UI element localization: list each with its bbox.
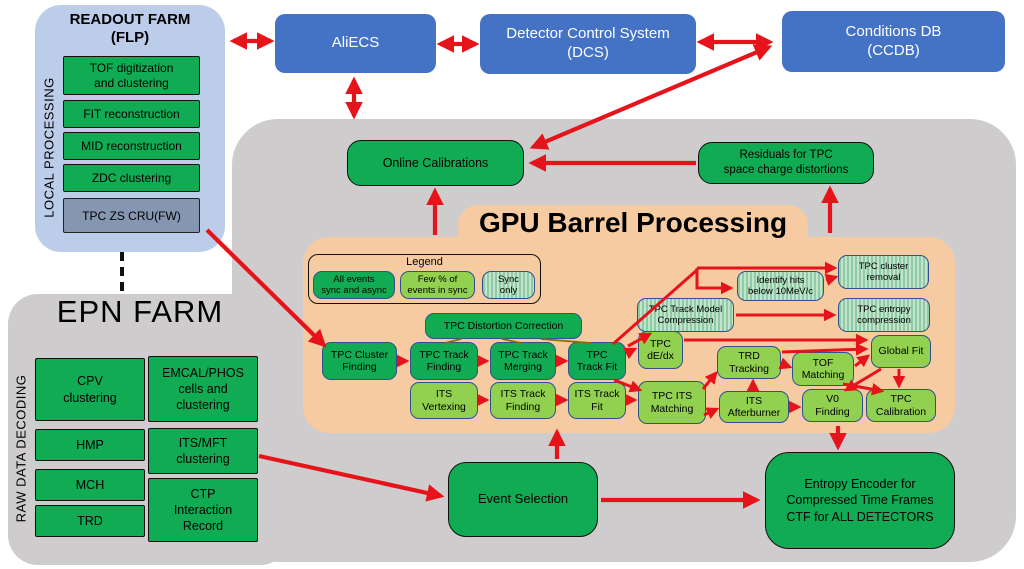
node-its-track-finding: ITS Track Finding [490,382,556,419]
node-tpc-track-model-compression: TPC Track Model Compression [637,298,734,332]
node-its-vertexing: ITS Vertexing [410,382,478,419]
node-identify-hits: Identify hits below 10MeV/c [737,271,824,301]
node-tpc-dedx: TPC dE/dx [638,331,683,369]
readout-farm-subtitle: (FLP) [110,29,150,46]
node-tpc-track-merging: TPC Track Merging [490,342,556,380]
legend-item-few-percent: Few % of events in sync [400,271,475,299]
gpu-barrel-title: GPU Barrel Processing [478,207,788,238]
epn-box-ctp: CTP Interaction Record [148,478,258,542]
epn-box-trd: TRD [35,505,145,537]
flp-box-tof: TOF digitization and clustering [63,56,200,95]
node-v0-finding: V0 Finding [802,389,863,422]
readout-farm-title: READOUT FARM [69,11,191,28]
ccdb-box: Conditions DB (CCDB) [782,11,1005,72]
node-tpc-distortion-correction: TPC Distortion Correction [425,313,582,339]
node-tpc-cluster-finding: TPC Cluster Finding [322,342,397,380]
flp-box-zdc: ZDC clustering [63,164,200,192]
epn-box-emcal-phos: EMCAL/PHOS cells and clustering [148,356,258,422]
node-trd-tracking: TRD Tracking [717,346,781,379]
node-its-track-fit: ITS Track Fit [568,382,626,419]
node-its-afterburner: ITS Afterburner [719,391,789,423]
node-global-fit: Global Fit [871,335,931,368]
epn-box-cpv: CPV clustering [35,358,145,421]
aliecs-box: AliECS [275,14,436,73]
dcs-box: Detector Control System (DCS) [480,14,696,74]
local-processing-label: LOCAL PROCESSING [41,77,57,218]
event-selection-box: Event Selection [448,462,598,537]
node-tpc-its-matching: TPC ITS Matching [638,381,706,424]
flp-box-tpc-zs-cru: TPC ZS CRU(FW) [63,198,200,233]
flp-box-mid: MID reconstruction [63,132,200,160]
node-tpc-track-fit: TPC Track Fit [568,342,626,380]
node-tpc-entropy-compression: TPC entropy compression [838,298,930,332]
epn-box-its-mft: ITS/MFT clustering [148,428,258,474]
node-tpc-track-finding: TPC Track Finding [410,342,478,380]
epn-box-hmp: HMP [35,429,145,461]
legend-item-sync-only: Sync only [482,271,535,299]
residuals-box: Residuals for TPC space charge distortio… [698,142,874,184]
epn-box-mch: MCH [35,469,145,501]
node-tof-matching: TOF Matching [792,352,854,386]
legend-item-all-events: All events sync and async [313,271,395,299]
raw-data-decoding-label: RAW DATA DECODING [13,374,29,523]
node-tpc-cluster-removal: TPC cluster removal [838,255,929,289]
online-calibrations-box: Online Calibrations [347,140,524,186]
entropy-encoder-box: Entropy Encoder for Compressed Time Fram… [765,452,955,549]
node-tpc-calibration: TPC Calibration [866,389,936,422]
epn-farm-title: EPN FARM [56,294,224,329]
flp-box-fit: FIT reconstruction [63,100,200,128]
legend-title: Legend [406,256,443,268]
